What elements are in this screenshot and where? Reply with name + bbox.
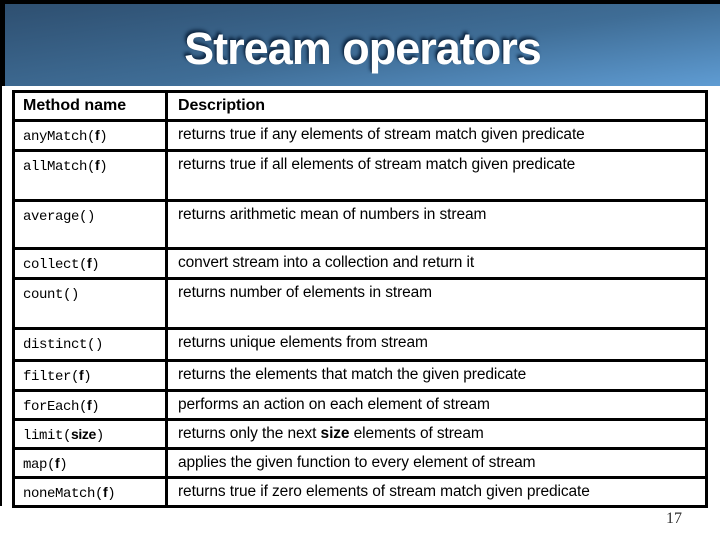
description-cell: returns true if any elements of stream m… (178, 126, 585, 143)
method-name: distinct() (23, 337, 104, 353)
method-name: allMatch(f) (23, 157, 108, 175)
method-cell: forEach(f) (15, 392, 168, 418)
stream-operators-table: Method name Description anyMatch(f) retu… (12, 90, 708, 508)
method-param: f (103, 484, 108, 500)
method-cell: allMatch(f) (15, 152, 168, 199)
method-cell: noneMatch(f) (15, 479, 168, 505)
description-bold-word: size (320, 425, 350, 442)
method-param: size (71, 426, 96, 442)
table-row: limit(size) returns only the next size e… (15, 421, 705, 450)
method-cell: distinct() (15, 330, 168, 359)
left-frame-strip (0, 0, 5, 86)
description-cell: returns unique elements from stream (178, 334, 428, 351)
table-row: allMatch(f) returns true if all elements… (15, 152, 705, 202)
description-cell: returns arithmetic mean of numbers in st… (178, 206, 487, 223)
description-cell: returns only the next size elements of s… (178, 425, 484, 442)
method-name: anyMatch(f) (23, 127, 108, 145)
method-cell: count() (15, 280, 168, 327)
method-name: collect(f) (23, 255, 100, 273)
column-header-description: Description (178, 97, 265, 114)
title-banner: Stream operators (5, 4, 720, 86)
table-body: anyMatch(f) returns true if any elements… (15, 122, 705, 505)
method-name: forEach(f) (23, 397, 100, 415)
method-param: f (95, 157, 100, 173)
description-cell: returns true if all elements of stream m… (178, 156, 576, 173)
table-row: filter(f) returns the elements that matc… (15, 362, 705, 392)
method-param: f (95, 127, 100, 143)
page-number: 17 (666, 510, 682, 527)
slide-title: Stream operators (184, 23, 542, 74)
method-name: count() (23, 287, 80, 303)
method-param: f (55, 455, 60, 471)
table-row: count() returns number of elements in st… (15, 280, 705, 330)
method-param: f (87, 255, 92, 271)
description-cell: convert stream into a collection and ret… (178, 254, 475, 271)
table-row: average() returns arithmetic mean of num… (15, 202, 705, 250)
method-name: filter(f) (23, 367, 92, 385)
method-cell: collect(f) (15, 250, 168, 277)
top-frame-line (0, 0, 720, 4)
method-cell: limit(size) (15, 421, 168, 447)
description-cell: returns the elements that match the give… (178, 366, 527, 383)
method-name: noneMatch(f) (23, 484, 116, 502)
description-cell: returns true if zero elements of stream … (178, 483, 590, 500)
description-cell: returns number of elements in stream (178, 284, 432, 301)
method-param: f (87, 397, 92, 413)
table-row: noneMatch(f) returns true if zero elemen… (15, 479, 705, 505)
method-cell: filter(f) (15, 362, 168, 389)
column-header-method-name: Method name (15, 93, 168, 119)
description-cell: applies the given function to every elem… (178, 454, 536, 471)
method-name: map(f) (23, 455, 68, 473)
method-cell: map(f) (15, 450, 168, 476)
left-frame-line (0, 86, 2, 506)
method-cell: average() (15, 202, 168, 247)
table-row: collect(f) convert stream into a collect… (15, 250, 705, 280)
method-cell: anyMatch(f) (15, 122, 168, 149)
method-param: f (79, 367, 84, 383)
method-name: limit(size) (23, 426, 104, 444)
table-row: distinct() returns unique elements from … (15, 330, 705, 362)
table-row: map(f) applies the given function to eve… (15, 450, 705, 479)
method-name: average() (23, 209, 96, 225)
table-row: anyMatch(f) returns true if any elements… (15, 122, 705, 152)
table-header-row: Method name Description (15, 93, 705, 122)
description-cell: performs an action on each element of st… (178, 396, 490, 413)
table-row: forEach(f) performs an action on each el… (15, 392, 705, 421)
